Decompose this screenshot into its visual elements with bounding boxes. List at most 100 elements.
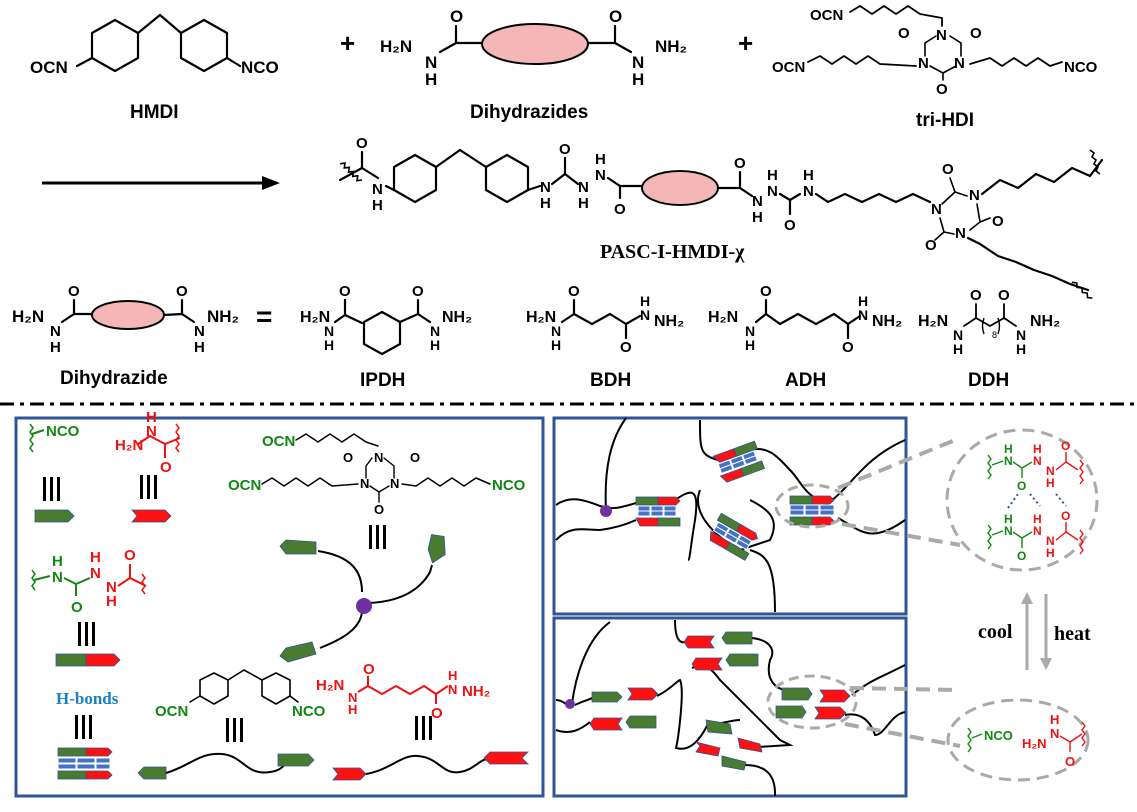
product-ring-n1: N [931, 201, 942, 218]
identity-symbol-4 [75, 715, 92, 739]
inset-bot-n2: N [1033, 524, 1042, 538]
cool-heat-transition: cool heat [978, 592, 1091, 670]
tri-hdi-legend-group-right: NCO [492, 477, 526, 494]
crosslink-node-bottom [565, 699, 575, 709]
hbond-stack-3 [709, 512, 758, 561]
product-h-3: H [578, 195, 589, 212]
adh-structure: H₂N N H O O N H NH₂ ADH [708, 283, 902, 391]
hmdi-legend-left: OCN [155, 703, 188, 720]
dihydrazides-h-left: H [425, 70, 437, 89]
bdh-h2n: H₂N [526, 309, 556, 326]
free-hydrazide-block-4 [691, 657, 723, 671]
tri-hdi-group-top: OCN [810, 7, 843, 24]
adh-h-left: H [745, 337, 755, 353]
dihydrazides-nh-right: N [632, 53, 644, 72]
legend-panel-content: NCO H₂N N H O N H O N H N H O H-bonds [29, 409, 529, 781]
product-ring-o1: O [942, 161, 954, 178]
isocyanate-end-label: NCO [46, 423, 80, 440]
inset-bot-o2: O [1061, 509, 1070, 523]
inset-dissociated-ring [946, 698, 1090, 782]
hbond-stack-icon [57, 747, 113, 780]
product-n-6: N [767, 183, 778, 200]
bdh-h-right: H [640, 293, 650, 309]
bdh-o-1: O [568, 283, 580, 300]
bdh-structure: H₂N N H O O N H NH₂ BDH [526, 283, 684, 391]
dihydrazides-o-right: O [609, 7, 622, 26]
adh-o-1: O [760, 283, 772, 300]
ipdh-n-left: N [324, 323, 334, 339]
link-h2: H [90, 549, 101, 566]
identity-symbol-2 [140, 475, 157, 499]
product-h-7: H [803, 167, 814, 184]
callout-line-top-1 [837, 436, 961, 490]
adh-legend-h1: H [348, 702, 357, 717]
tri-hdi-legend-n2: N [360, 476, 369, 491]
dihydrazides-o-left: O [450, 7, 463, 26]
inset-bot-h2: H [1033, 512, 1042, 526]
free-isocyanate-block-3 [721, 631, 753, 645]
adh-legend-nh2: NH₂ [462, 683, 490, 700]
product-n-5: N [752, 193, 763, 210]
product-h-5: H [752, 209, 763, 226]
adh-legend-h2n: H₂N [316, 677, 344, 694]
ipdh-h-right: H [430, 337, 440, 353]
inset-bot-n3: N [1046, 534, 1055, 548]
ddh-structure: H₂N N H O O 8 N H NH₂ DDH [918, 287, 1060, 391]
hmdi-structure: OCN NCO HMDI [30, 13, 279, 123]
tri-hdi-label: tri-HDI [916, 110, 974, 131]
ipdh-h-left: H [324, 337, 334, 353]
identity-symbol-3 [78, 622, 95, 646]
adh-nh2: NH₂ [872, 313, 902, 330]
product-label: PASC-I-HMDI-χ [600, 241, 745, 263]
product-o-3: O [614, 201, 626, 218]
urea-red-block [85, 653, 121, 667]
product-h-1: H [372, 197, 383, 214]
legend-o-right: O [176, 283, 188, 300]
plus-sign-1: + [340, 28, 355, 58]
product-n-7: N [803, 183, 814, 200]
inset-dissociated-structure: NCO H₂N N H O [967, 712, 1086, 769]
callout-line-bottom-2 [844, 722, 961, 748]
free-isocyanate-block-6 [775, 705, 807, 719]
free-isocyanate-block [591, 691, 623, 703]
free-isocyanate-block-4 [725, 653, 759, 667]
dihydrazides-label: Dihydrazides [470, 102, 588, 123]
bdh-n-right: N [640, 307, 650, 323]
identity-symbol-5 [369, 525, 386, 549]
ddh-o-1: O [970, 287, 982, 304]
tri-hdi-ring-o1: O [898, 25, 910, 42]
free-hydrazide-block-5 [819, 689, 851, 703]
tri-hdi-ring-n2: N [918, 55, 929, 72]
hbonded-network [555, 417, 906, 613]
product-o-2: O [559, 141, 571, 158]
product-h-2: H [540, 195, 551, 212]
adh-h2n: H₂N [708, 309, 738, 326]
dissociated-network [555, 619, 906, 797]
hmdi-label: HMDI [130, 102, 179, 123]
product-n-2: N [540, 179, 551, 196]
adh-legend-o2: O [431, 705, 443, 722]
tri-hdi-legend-o1: O [343, 450, 353, 465]
legend-core-ellipse [91, 300, 165, 330]
tri-hdi-legend-n1: N [374, 450, 383, 465]
link-n2: N [90, 565, 101, 582]
adh-legend-h2: H [448, 668, 457, 683]
network-panel-hbonded [552, 416, 908, 616]
heat-label: heat [1054, 623, 1091, 645]
legend-equals: = [256, 301, 272, 332]
hydrazide-block-icon [131, 509, 172, 523]
ipdh-nh2: NH₂ [442, 309, 472, 326]
identity-symbol-1 [43, 477, 60, 501]
cool-label: cool [978, 621, 1013, 643]
product-h-4: H [595, 151, 606, 168]
legend-o-left: O [68, 283, 80, 300]
free-hydrazide-block [627, 687, 659, 701]
link-n1: N [52, 569, 63, 586]
product-o-5: O [784, 217, 796, 234]
link-o1: O [71, 599, 83, 616]
dihydrazides-nh-left: N [425, 53, 437, 72]
inset-bot-n1: N [1004, 524, 1013, 538]
hydrazide-o: O [160, 459, 172, 476]
free-isocyanate-block-7 [705, 719, 733, 735]
